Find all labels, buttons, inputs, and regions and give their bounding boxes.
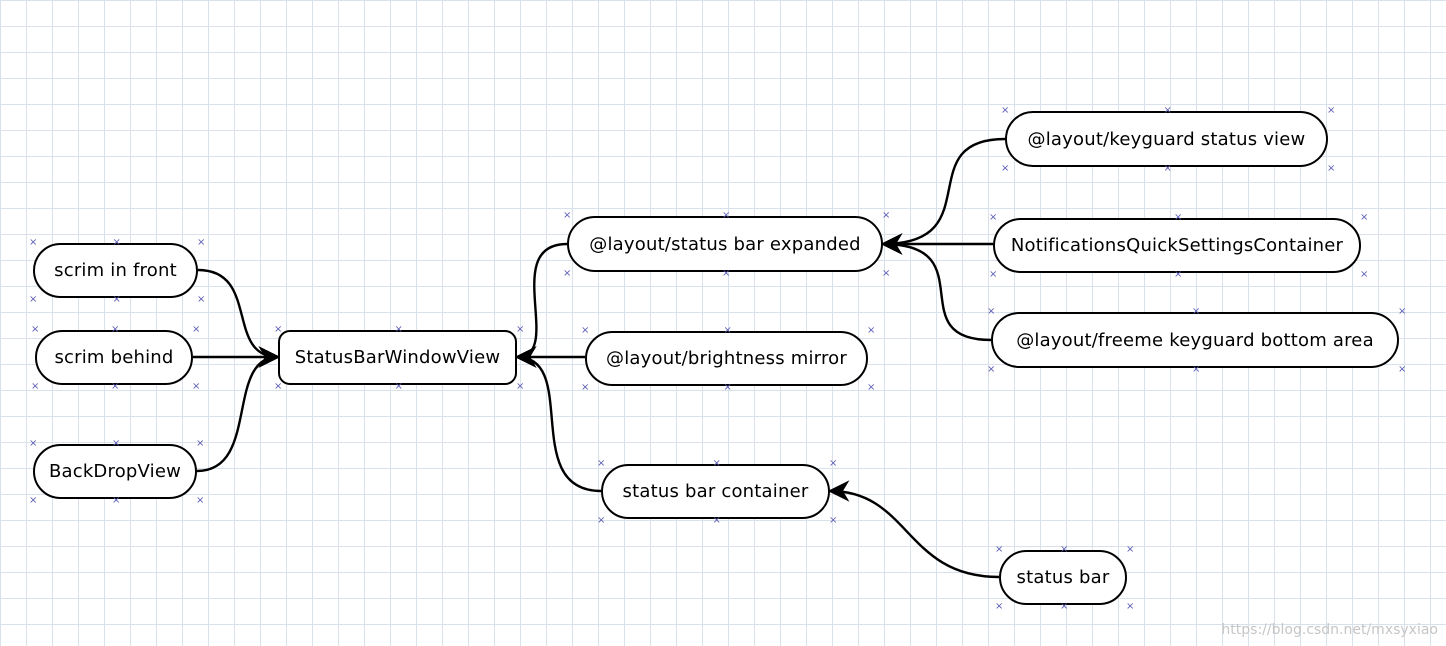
node-keyguard-status-view[interactable]: @layout/keyguard status view xyxy=(1005,111,1328,167)
selection-handle-icon: × xyxy=(1360,212,1369,223)
selection-handle-icon: × xyxy=(1163,105,1172,116)
selection-handle-icon: × xyxy=(989,269,998,280)
selection-handle-icon: × xyxy=(112,438,121,449)
node-scrim-behind[interactable]: scrim behind xyxy=(35,330,193,385)
selection-handle-icon: × xyxy=(112,495,121,506)
node-status-bar-container[interactable]: status bar container xyxy=(601,464,830,519)
node-status-bar-expanded[interactable]: @layout/status bar expanded xyxy=(567,216,883,272)
edge-status-bar-container xyxy=(514,346,602,493)
selection-handle-icon: × xyxy=(274,324,283,335)
selection-handle-icon: × xyxy=(112,294,121,305)
selection-handle-icon: × xyxy=(722,268,731,279)
selection-handle-icon: × xyxy=(1327,163,1336,174)
selection-handle-icon: × xyxy=(723,382,732,393)
selection-handle-icon: × xyxy=(597,515,606,526)
selection-handle-icon: × xyxy=(31,324,40,335)
edge-backdrop-view xyxy=(196,346,281,473)
node-backdrop-view[interactable]: BackDropView xyxy=(33,444,197,499)
node-notifications-qs-container[interactable]: NotificationsQuickSettingsContainer xyxy=(993,218,1361,273)
node-scrim-in-front[interactable]: scrim in front xyxy=(33,243,198,298)
selection-handle-icon: × xyxy=(987,364,996,375)
selection-handle-icon: × xyxy=(712,458,721,469)
selection-handle-icon: × xyxy=(581,382,590,393)
edge-scrim-in-front xyxy=(197,268,281,368)
selection-handle-icon: × xyxy=(995,601,1004,612)
selection-handle-icon: × xyxy=(1126,601,1135,612)
selection-handle-icon: × xyxy=(394,324,403,335)
selection-handle-icon: × xyxy=(1360,269,1369,280)
selection-handle-icon: × xyxy=(29,294,38,305)
selection-handle-icon: × xyxy=(563,268,572,279)
selection-handle-icon: × xyxy=(29,237,38,248)
edge-status-bar xyxy=(827,480,1000,579)
edge-status-bar-expanded xyxy=(514,242,568,368)
selection-handle-icon: × xyxy=(111,381,120,392)
selection-handle-icon: × xyxy=(581,325,590,336)
selection-handle-icon: × xyxy=(192,324,201,335)
node-freeme-keyguard-bottom-area[interactable]: @layout/freeme keyguard bottom area xyxy=(991,312,1399,368)
selection-handle-icon: × xyxy=(111,324,120,335)
selection-handle-icon: × xyxy=(867,382,876,393)
selection-handle-icon: × xyxy=(196,438,205,449)
selection-handle-icon: × xyxy=(1174,269,1183,280)
selection-handle-icon: × xyxy=(867,325,876,336)
selection-handle-icon: × xyxy=(1001,163,1010,174)
selection-handle-icon: × xyxy=(882,268,891,279)
node-brightness-mirror[interactable]: @layout/brightness mirror xyxy=(585,331,868,386)
selection-handle-icon: × xyxy=(196,495,205,506)
selection-handle-icon: × xyxy=(1174,212,1183,223)
selection-handle-icon: × xyxy=(989,212,998,223)
selection-handle-icon: × xyxy=(987,306,996,317)
selection-handle-icon: × xyxy=(723,325,732,336)
selection-handle-icon: × xyxy=(1192,306,1201,317)
selection-handle-icon: × xyxy=(995,544,1004,555)
selection-handle-icon: × xyxy=(829,515,838,526)
selection-handle-icon: × xyxy=(394,381,403,392)
selection-handle-icon: × xyxy=(882,210,891,221)
selection-handle-icon: × xyxy=(1126,544,1135,555)
selection-handle-icon: × xyxy=(112,237,121,248)
selection-handle-icon: × xyxy=(1060,601,1069,612)
selection-handle-icon: × xyxy=(31,381,40,392)
selection-handle-icon: × xyxy=(829,458,838,469)
selection-handle-icon: × xyxy=(712,515,721,526)
selection-handle-icon: × xyxy=(1060,544,1069,555)
selection-handle-icon: × xyxy=(197,237,206,248)
selection-handle-icon: × xyxy=(563,210,572,221)
selection-handle-icon: × xyxy=(274,381,283,392)
selection-handle-icon: × xyxy=(29,495,38,506)
edge-freeme-keyguard xyxy=(880,233,992,342)
selection-handle-icon: × xyxy=(1192,364,1201,375)
node-status-bar[interactable]: status bar xyxy=(999,550,1127,605)
selection-handle-icon: × xyxy=(29,438,38,449)
edge-keyguard-status-view xyxy=(880,137,1006,255)
selection-handle-icon: × xyxy=(1398,364,1407,375)
node-status-bar-window-view[interactable]: StatusBarWindowView xyxy=(278,330,517,385)
selection-handle-icon: × xyxy=(516,381,525,392)
selection-handle-icon: × xyxy=(1163,163,1172,174)
selection-handle-icon: × xyxy=(1398,306,1407,317)
selection-handle-icon: × xyxy=(1001,105,1010,116)
selection-handle-icon: × xyxy=(197,294,206,305)
selection-handle-icon: × xyxy=(722,210,731,221)
selection-handle-icon: × xyxy=(516,324,525,335)
watermark: https://blog.csdn.net/mxsyxiao xyxy=(1221,622,1438,638)
selection-handle-icon: × xyxy=(1327,105,1336,116)
selection-handle-icon: × xyxy=(192,381,201,392)
selection-handle-icon: × xyxy=(597,458,606,469)
